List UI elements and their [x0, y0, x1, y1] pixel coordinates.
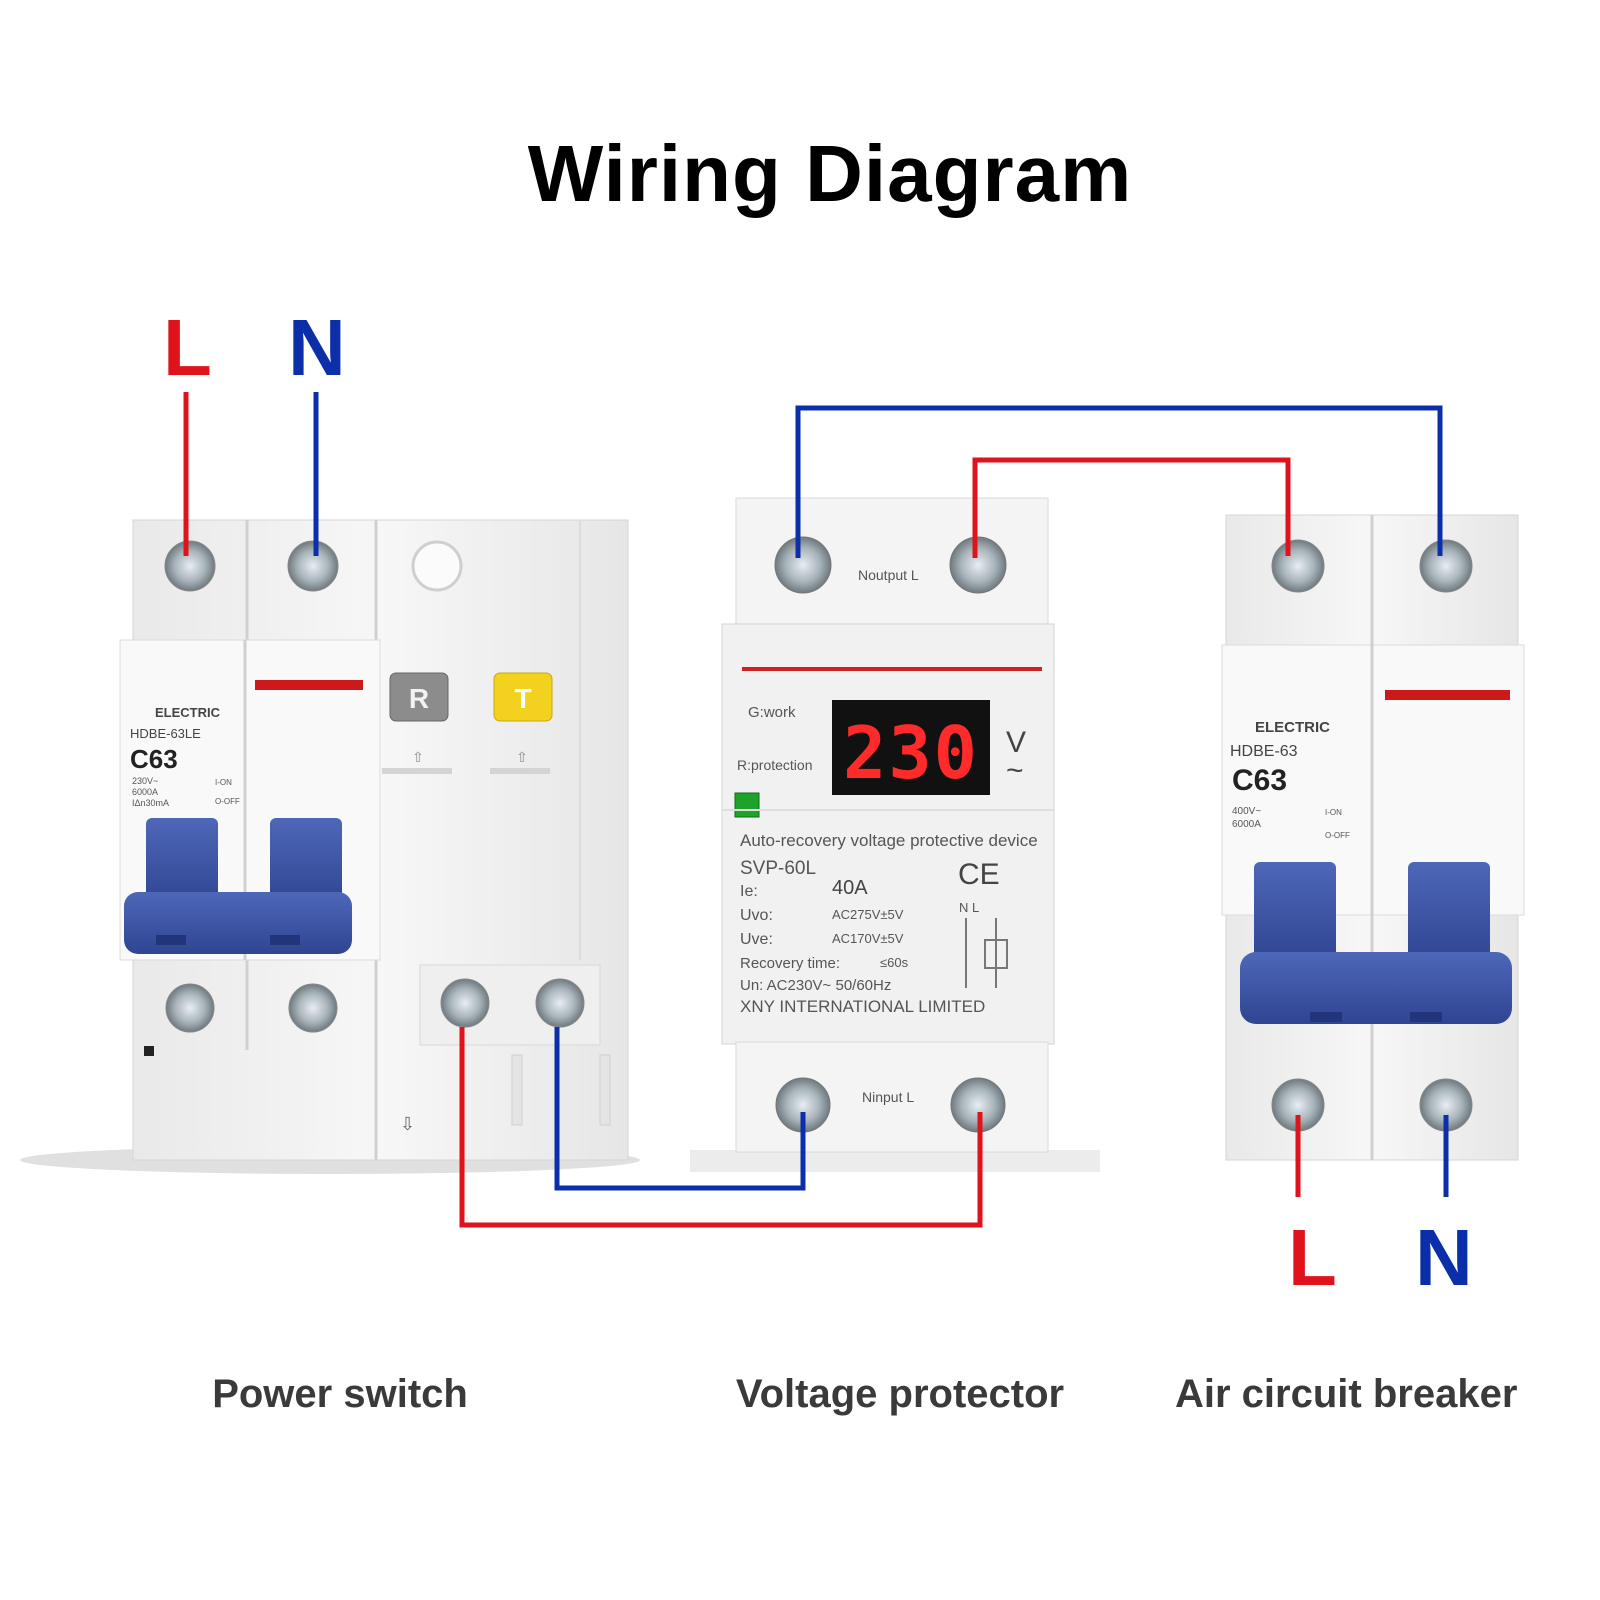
reset-caption-mark [382, 768, 452, 774]
test-button-label: T [514, 683, 531, 714]
voltage-display-value: 230 [843, 711, 979, 795]
device-model: SVP-60L [740, 858, 816, 879]
spec-value: ≤60s [880, 955, 909, 970]
output-neutral-label: N [1415, 1213, 1473, 1302]
relay-symbol-icon [965, 918, 1008, 988]
spec-label: Uve: [740, 931, 773, 948]
status-protection-label: R:protection [737, 757, 812, 773]
power-switch-caption: Power switch [212, 1372, 468, 1416]
input-neutral-label: N [288, 303, 346, 392]
breaker-rating: C63 [1232, 764, 1287, 797]
wires [183, 392, 1449, 1228]
switch-to-protector-live-wire [459, 1027, 983, 1228]
corner-mark [144, 1046, 154, 1056]
voltage-protector-caption: Voltage protector [735, 1372, 1065, 1416]
power-switch: ELECTRIC HDBE-63LE C63 230V~ 6000A IΔn30… [20, 519, 640, 1174]
switch-mark-off: O-OFF [215, 797, 240, 806]
screw-icon [1271, 539, 1325, 593]
air-circuit-breaker: ELECTRIC HDBE-63 C63 400V~ 6000A I-ON O-… [1221, 514, 1525, 1161]
arrow-up-icon: ⇧ [516, 749, 528, 765]
screw-icon [287, 540, 339, 592]
switch-mark-off: O-OFF [1325, 831, 1350, 840]
rated-voltage: Un: AC230V~ 50/60Hz [740, 977, 891, 994]
switch-mark-on: I-ON [215, 778, 232, 787]
power-switch-spec: 6000A [132, 787, 158, 797]
spec-value: AC275V±5V [832, 907, 904, 922]
device-name: Auto-recovery voltage protective device [740, 831, 1038, 850]
indicator-window [411, 540, 463, 592]
power-switch-red-stripe [255, 680, 363, 690]
reset-button[interactable]: R [389, 672, 449, 722]
power-switch-spec: IΔn30mA [132, 798, 169, 808]
protector-shadow [690, 1150, 1100, 1172]
screw-icon [774, 536, 832, 594]
protector-to-breaker-neutral-wire [795, 405, 1443, 558]
status-work-label: G:work [748, 704, 796, 721]
output-terminal-label: Noutput L [858, 567, 919, 583]
manufacturer: XNY INTERNATIONAL LIMITED [740, 997, 985, 1016]
voltage-display [832, 700, 990, 795]
spec-label: Ie: [740, 883, 758, 900]
input-terminal-label: Ninput L [862, 1089, 914, 1105]
test-button[interactable]: T [493, 672, 553, 722]
reset-button-label: R [409, 683, 429, 714]
breaker-spec: 6000A [1232, 819, 1261, 830]
input-live-label: L [163, 303, 212, 392]
arrow-up-icon: ⇧ [412, 749, 424, 765]
power-switch-brand: ELECTRIC [155, 705, 221, 720]
switch-to-protector-neutral-wire [554, 1027, 806, 1191]
output-live-label: L [1288, 1213, 1337, 1302]
work-led [734, 792, 760, 818]
diagram-title: Wiring Diagram [527, 129, 1133, 218]
power-switch-model: HDBE-63LE [130, 726, 201, 741]
arrow-down-icon: ⇩ [400, 1114, 415, 1134]
spec-label: Recovery time: [740, 955, 840, 972]
schematic-marks: N L [959, 900, 979, 915]
switch-mark-on: I-ON [1325, 808, 1342, 817]
power-switch-rating: C63 [130, 744, 178, 774]
breaker-handle[interactable] [1240, 862, 1512, 1024]
voltage-protector: Noutput L G:work R:protection 230 V ~ Au… [690, 497, 1100, 1172]
air-circuit-breaker-caption: Air circuit breaker [1175, 1372, 1518, 1416]
ce-mark: CE [958, 858, 1000, 891]
spec-value: AC170V±5V [832, 931, 904, 946]
protector-to-breaker-live-wire [972, 457, 1291, 558]
screw-icon [165, 983, 215, 1033]
spec-value: 40A [832, 877, 868, 899]
breaker-spec: 400V~ [1232, 806, 1261, 817]
protector-body [721, 623, 1055, 1045]
ac-symbol: ~ [1006, 754, 1024, 787]
screw-icon [1419, 539, 1473, 593]
output-screw-live [440, 978, 490, 1028]
protector-red-line [742, 667, 1042, 671]
screw-icon [164, 540, 216, 592]
output-screw-neutral [535, 978, 585, 1028]
voltage-unit: V [1006, 726, 1026, 759]
breaker-red-stripe [1385, 690, 1510, 700]
test-caption-mark [490, 768, 550, 774]
breaker-brand: ELECTRIC [1255, 719, 1330, 736]
power-switch-spec: 230V~ [132, 776, 158, 786]
power-switch-handle[interactable] [124, 818, 352, 954]
breaker-model: HDBE-63 [1230, 743, 1298, 760]
spec-label: Uvo: [740, 907, 773, 924]
screw-icon [949, 536, 1007, 594]
screw-icon [288, 983, 338, 1033]
